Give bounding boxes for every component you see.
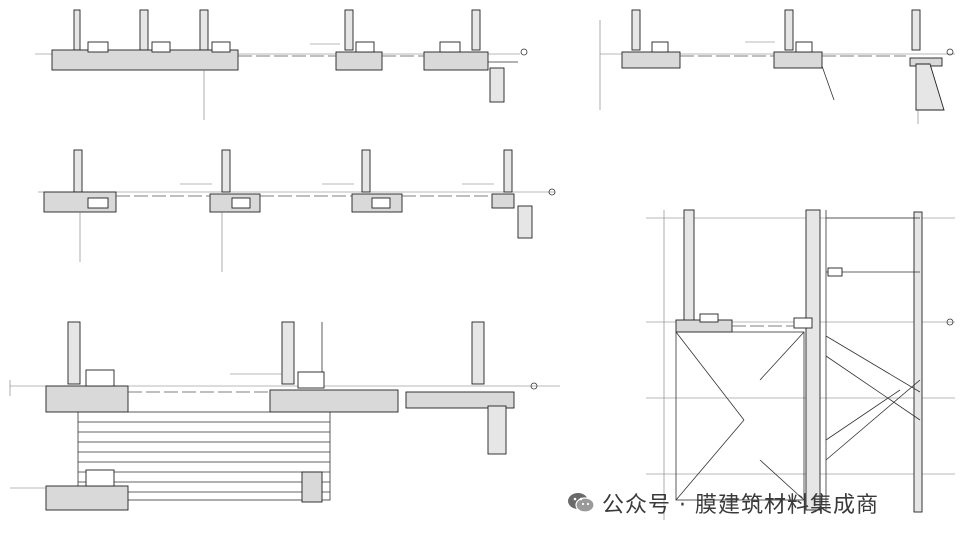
watermark: 公众号 · 膜建筑材料集成商 bbox=[566, 486, 879, 520]
detail-plan-4 bbox=[9, 321, 560, 511]
detail-plan-3 bbox=[38, 149, 556, 272]
detail-section-5 bbox=[646, 209, 955, 520]
watermark-text: 公众号 · 膜建筑材料集成商 bbox=[602, 493, 879, 518]
detail-plan-1 bbox=[35, 9, 528, 120]
wechat-icon bbox=[568, 493, 595, 513]
ribbed-panel-area bbox=[77, 411, 331, 501]
detail-plan-2 bbox=[599, 9, 955, 124]
